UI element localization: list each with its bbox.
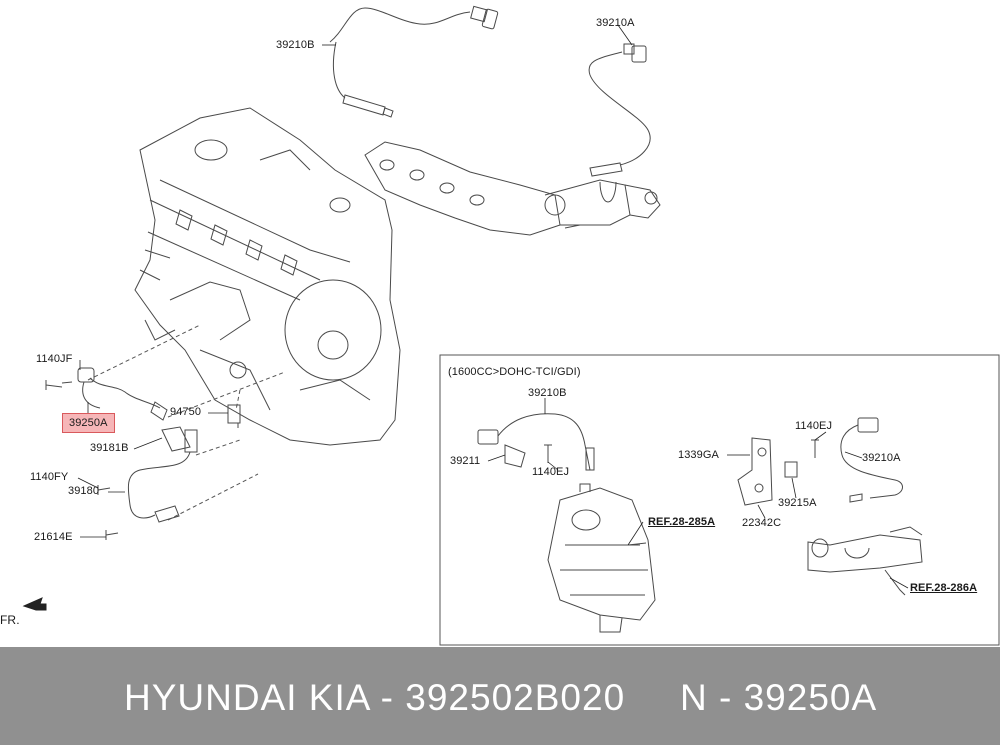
inset-catalytic-converter-drawing xyxy=(547,483,656,633)
diagram-drawing xyxy=(22,5,1000,646)
sensor-39250a-drawing xyxy=(45,367,241,428)
label-1140ej-right: 1140EJ xyxy=(795,420,833,432)
part-number-footer: HYUNDAI KIA - 392502B020 N - 39250A xyxy=(0,647,1000,745)
label-1140fy: 1140FY xyxy=(30,471,69,483)
footer-diagram-code: N - 39250A xyxy=(680,677,878,718)
label-1339ga: 1339GA xyxy=(678,449,719,461)
inset-right-catalyst-drawing xyxy=(807,526,923,596)
label-ref-28-285a: REF.28-285A xyxy=(648,516,716,528)
engine-block-drawing xyxy=(134,107,401,446)
label-39210b-top: 39210B xyxy=(276,39,315,51)
inset-sensor-39210a-drawing xyxy=(840,417,903,503)
label-ref-28-286a: REF.28-286A xyxy=(910,582,978,594)
label-1140ej-inset: 1140EJ xyxy=(532,466,570,478)
inset-sensor-39210b-drawing xyxy=(477,413,595,471)
label-39180: 39180 xyxy=(68,485,100,497)
label-22342c: 22342C xyxy=(742,517,782,529)
inset-title: (1600CC>DOHC-TCI/GDI) xyxy=(448,366,581,378)
label-1140jf: 1140JF xyxy=(36,353,73,365)
label-21614e: 21614E xyxy=(34,531,73,543)
label-39211: 39211 xyxy=(450,455,481,467)
sensor-39210b-drawing xyxy=(329,5,499,118)
sensor-39210a-drawing xyxy=(588,43,651,177)
label-39210a-right: 39210A xyxy=(862,452,901,464)
label-front: FR. xyxy=(0,613,20,627)
inset-bracket-drawing xyxy=(737,437,819,506)
exhaust-manifold-drawing xyxy=(364,141,661,236)
label-39250a-highlighted: 39250A xyxy=(62,413,115,433)
label-39210a-top: 39210A xyxy=(596,17,635,29)
label-94750: 94750 xyxy=(170,406,202,418)
footer-brand-part-number: HYUNDAI KIA - 392502B020 xyxy=(124,677,626,718)
inset-frame xyxy=(439,354,1000,646)
sensor-39180-drawing xyxy=(97,426,198,540)
label-39181b: 39181B xyxy=(90,442,129,454)
front-arrow-icon xyxy=(22,597,47,611)
label-39210b-inset: 39210B xyxy=(528,387,567,399)
label-39215a: 39215A xyxy=(778,497,817,509)
